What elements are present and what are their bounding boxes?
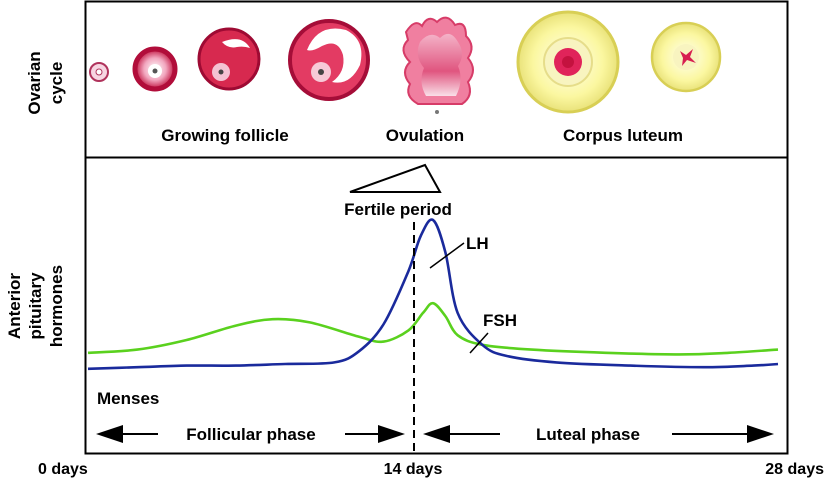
growing-follicle-small-illustration xyxy=(132,46,178,92)
corpus-luteum-label: Corpus luteum xyxy=(563,126,683,145)
fsh-leader-line xyxy=(469,332,489,354)
follicular-phase-arrow xyxy=(96,425,405,443)
fertile-period-wedge xyxy=(349,163,442,193)
fsh-series-label: FSH xyxy=(483,311,517,330)
ruptured-follicle-ovulation-illustration xyxy=(402,16,474,114)
x-tick-28-days: 28 days xyxy=(765,461,824,478)
corpus-luteum-small-illustration xyxy=(650,21,722,93)
fertile-period-label: Fertile period xyxy=(344,200,452,219)
x-tick-0-days: 0 days xyxy=(38,461,88,478)
growing-follicle-medium-illustration xyxy=(197,27,261,91)
luteal-phase-arrow xyxy=(423,425,774,443)
luteal-phase-label: Luteal phase xyxy=(536,425,640,444)
hormone-y-label-line2: pituitary xyxy=(26,272,45,340)
mature-follicle-illustration xyxy=(288,19,370,101)
primordial-follicle-illustration xyxy=(89,62,109,82)
fsh-curve xyxy=(87,301,779,356)
hormone-panel-frame xyxy=(84,156,789,455)
hormone-y-label-line3: hormones xyxy=(47,265,66,347)
hormone-y-label-line1: Anterior xyxy=(5,273,24,340)
menses-label: Menses xyxy=(97,389,159,408)
lh-series-label: LH xyxy=(466,234,489,253)
corpus-luteum-large-illustration xyxy=(516,10,620,114)
ovulation-label: Ovulation xyxy=(386,126,464,145)
ovarian-y-label-line1: Ovarian xyxy=(25,51,44,114)
lh-curve xyxy=(87,218,779,371)
x-tick-14-days: 14 days xyxy=(384,461,443,478)
hormone-series-layer xyxy=(87,218,779,371)
follicular-phase-label: Follicular phase xyxy=(186,425,315,444)
growing-follicle-label: Growing follicle xyxy=(161,126,289,145)
ovarian-y-label-line2: cycle xyxy=(47,62,66,105)
lh-leader-line xyxy=(429,242,465,269)
